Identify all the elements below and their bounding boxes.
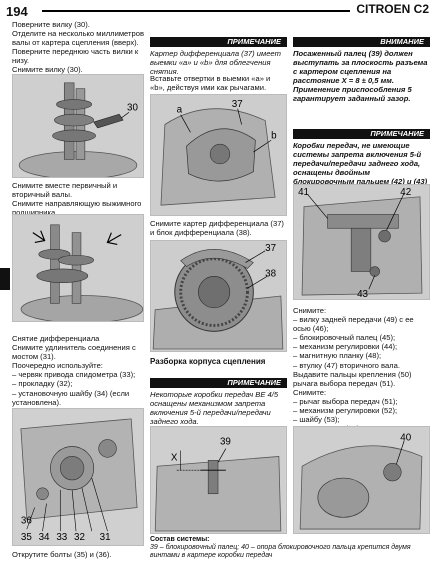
col2-text2: Снимите картер дифференциала (37) и блок… xyxy=(150,219,284,238)
fig3-callout-36: 36 xyxy=(21,515,32,526)
note1-text: Картер дифференциала (37) имеет выемки «… xyxy=(150,49,281,77)
system-caption-text: 39 – блокировочный палец; 40 – опора бло… xyxy=(150,544,411,560)
section-heading: Разборка корпуса сцепления xyxy=(150,357,266,366)
figure-differential-bolts: 36 35 34 33 32 31 xyxy=(12,408,144,546)
figure-differential-unit: 37 38 xyxy=(150,240,287,352)
system-caption: Состав системы: 39 – блокировочный палец… xyxy=(150,536,432,561)
figure-double-locking-pin: 41 42 43 xyxy=(293,184,430,300)
note2-label: ПРИМЕЧАНИЕ xyxy=(150,378,287,388)
figure-double-locking-pin-drawing: 41 42 43 xyxy=(294,185,429,299)
fig7-callout-43: 43 xyxy=(357,289,368,299)
section-tab-marker xyxy=(0,268,10,290)
col1-text-top: Поверните вилку (30). Отделите на нескол… xyxy=(12,20,144,75)
fig7-callout-42: 42 xyxy=(400,187,411,198)
col2-text1: Вставьте отвертки в выемки «a» и «b», де… xyxy=(150,74,271,93)
brand-title: CITROEN C2 xyxy=(350,2,429,16)
fig5-callout-37: 37 xyxy=(265,243,276,254)
fig6-callout-39: 39 xyxy=(220,437,231,448)
fig5-callout-38: 38 xyxy=(265,268,276,279)
note3-label: ПРИМЕЧАНИЕ xyxy=(293,129,430,139)
figure-locking-pin-drawing: 39 X xyxy=(151,427,286,533)
warning-text: Посаженный палец (39) должен выступать з… xyxy=(293,49,428,104)
figure-pin-support-drawing: 40 xyxy=(294,427,429,533)
fig1-callout-30: 30 xyxy=(127,102,138,113)
fig3-callout-33: 33 xyxy=(56,532,67,543)
fig3-callout-32: 32 xyxy=(74,532,85,543)
figure-locking-pin: 39 X xyxy=(150,426,287,534)
figure-remove-fork-drawing: 30 xyxy=(13,75,143,177)
page-number: 194 xyxy=(6,4,28,19)
header-rule xyxy=(42,10,429,12)
col3-removal-list: Снимите: – вилку задней передачи (49) с … xyxy=(293,306,414,442)
fig6-callout-x: X xyxy=(171,452,178,463)
figure-differential-housing: a 37 b xyxy=(150,94,287,216)
fig3-callout-34: 34 xyxy=(39,532,50,543)
figure-remove-shafts-drawing xyxy=(13,215,143,321)
note1-label: ПРИМЕЧАНИЕ xyxy=(150,37,287,47)
system-caption-title: Состав системы: xyxy=(150,536,210,543)
col1-text-low: Снятие дифференциала Снимите удлинитель … xyxy=(12,334,136,407)
fig3-callout-35: 35 xyxy=(21,532,32,543)
note2-text: Некоторые коробки передач BE 4/5 оснащен… xyxy=(150,390,279,427)
col1-text-bottom: Открутите болты (35) и (36). xyxy=(12,550,112,559)
col1-text-mid: Снимите вместе первичный и вторичный вал… xyxy=(12,181,142,218)
figure-remove-shafts xyxy=(12,214,144,322)
fig7-callout-41: 41 xyxy=(298,187,309,198)
fig4-callout-a: a xyxy=(177,105,183,116)
fig3-callout-31: 31 xyxy=(100,532,111,543)
fig4-callout-b: b xyxy=(271,130,277,141)
figure-differential-housing-drawing: a 37 b xyxy=(151,95,286,215)
figure-differential-unit-drawing: 37 38 xyxy=(151,241,286,351)
figure-remove-fork: 30 xyxy=(12,74,144,178)
fig8-callout-40: 40 xyxy=(400,433,411,444)
figure-pin-support: 40 xyxy=(293,426,430,534)
warning-label: ВНИМАНИЕ xyxy=(293,37,430,47)
figure-differential-bolts-drawing: 36 35 34 33 32 31 xyxy=(13,409,143,545)
fig4-callout-37: 37 xyxy=(232,99,243,110)
